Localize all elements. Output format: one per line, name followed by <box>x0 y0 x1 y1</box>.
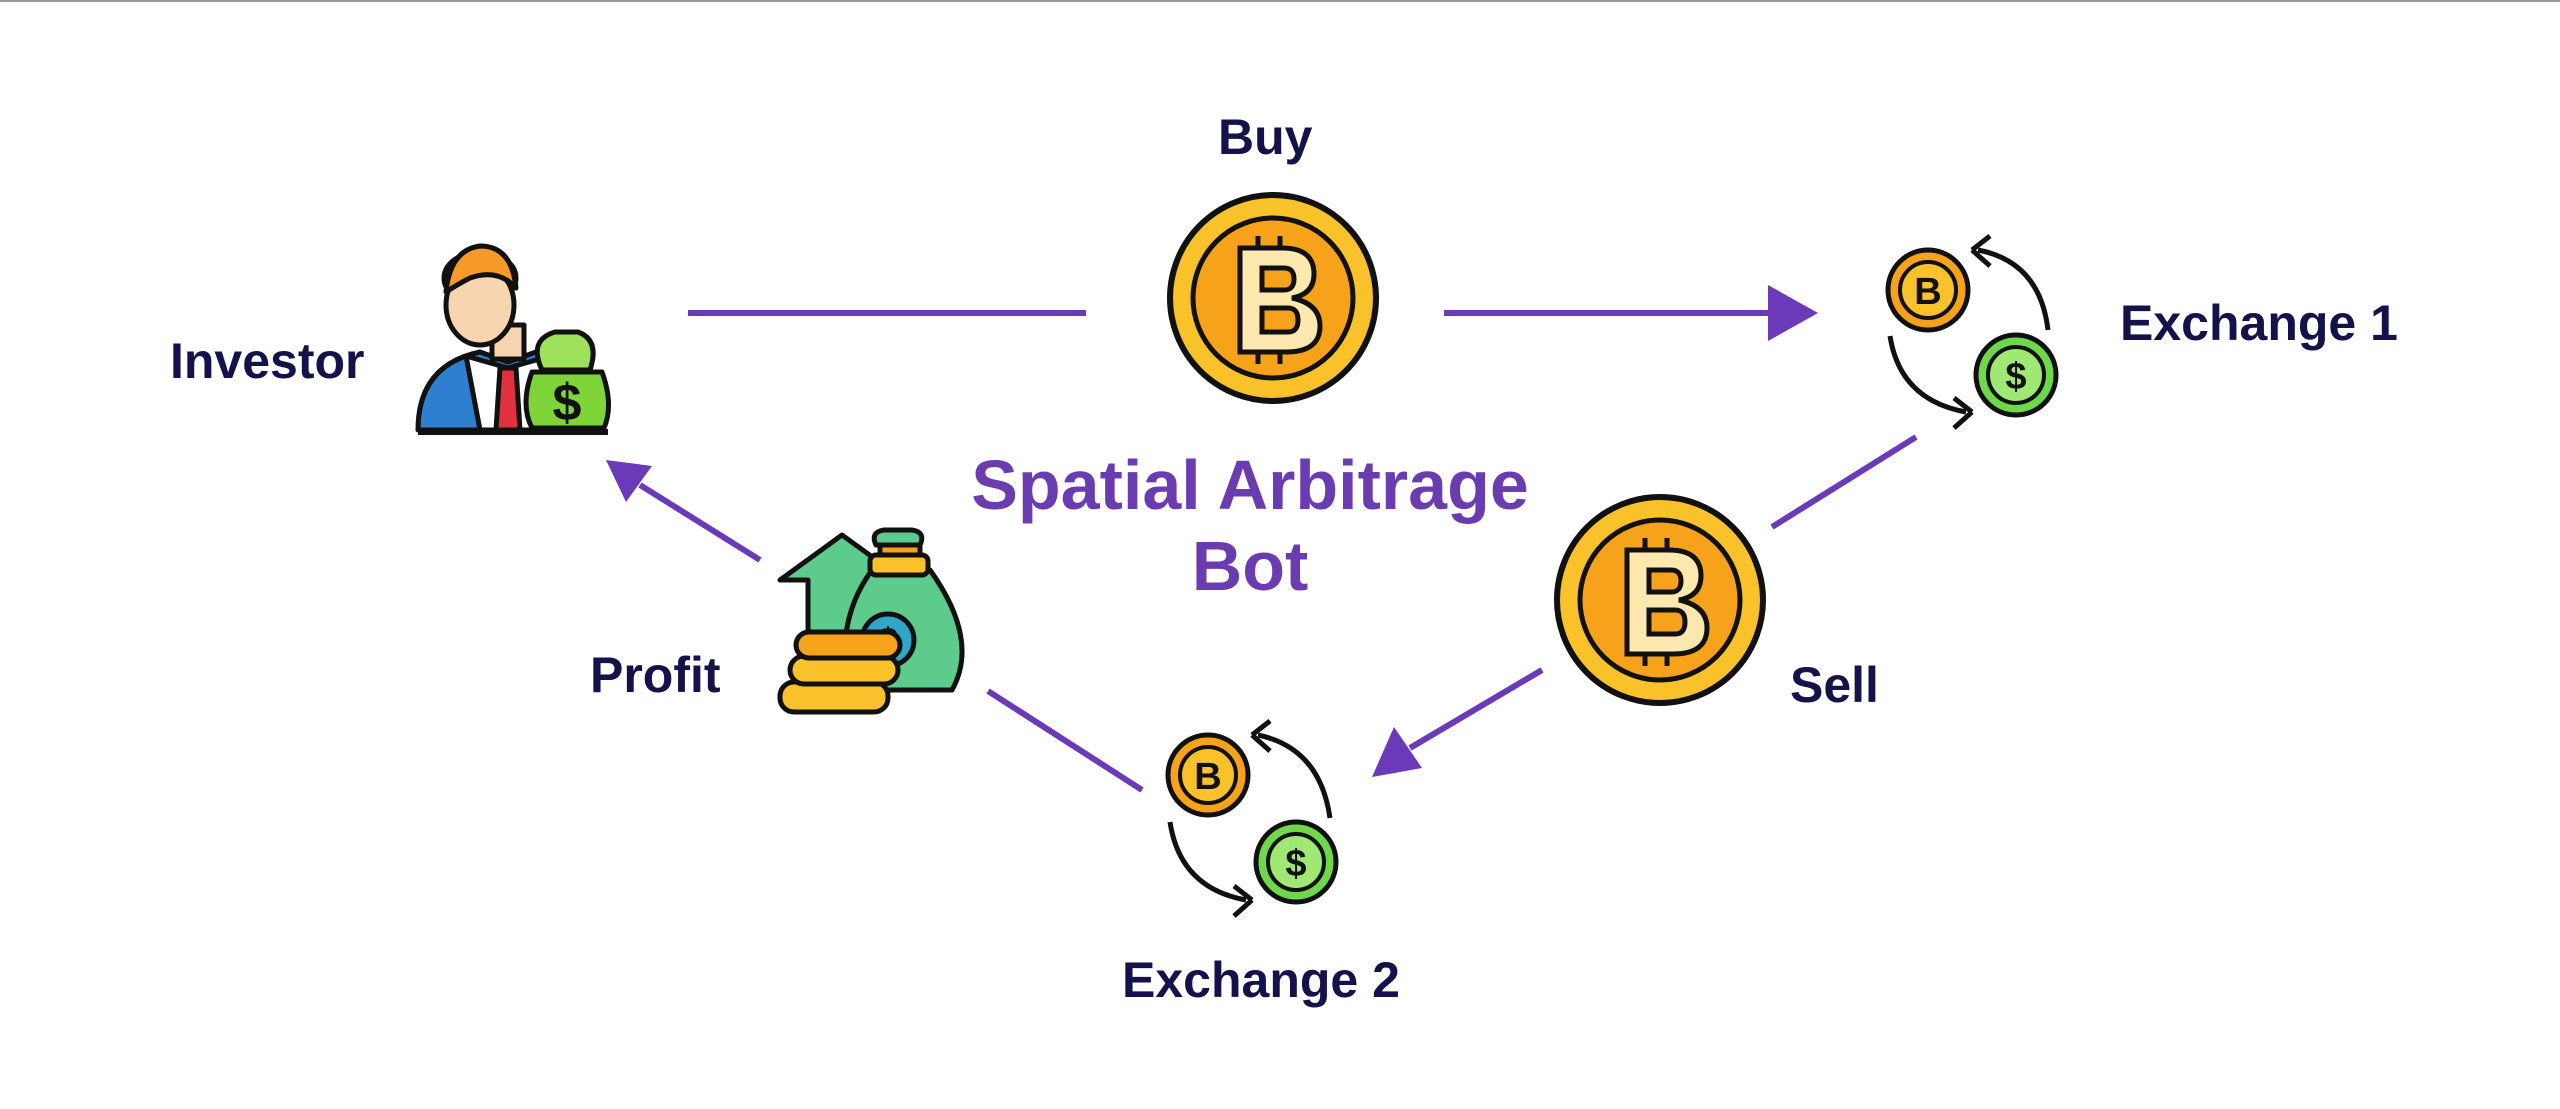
node-label-exchange-2: Exchange 2 <box>1122 952 1400 1008</box>
svg-text:$: $ <box>2005 356 2026 398</box>
svg-text:$: $ <box>553 374 582 432</box>
svg-text:B: B <box>1914 271 1941 313</box>
node-label-sell: Sell <box>1790 657 1879 713</box>
connector-profit-to-investor <box>638 482 762 563</box>
profit-icon: $ <box>777 527 965 715</box>
arrowhead-exchange1 <box>1768 285 1818 341</box>
diagram-title: Spatial Arbitrage Bot <box>880 445 1620 606</box>
arrowhead-investor <box>606 460 652 502</box>
top-border <box>0 0 2560 2</box>
diagram-title-line-2: Bot <box>1191 526 1309 605</box>
connector-exchange2-to-profit <box>986 688 1144 793</box>
bitcoin-coin-buy-icon <box>1167 192 1379 404</box>
connector-exchange1-to-sell <box>1770 434 1918 530</box>
node-label-investor: Investor <box>170 333 365 389</box>
svg-text:$: $ <box>1285 843 1306 885</box>
svg-text:B: B <box>1194 756 1221 798</box>
node-label-exchange-1: Exchange 1 <box>2120 295 2398 351</box>
connector-sell-to-exchange2 <box>1408 667 1544 751</box>
arrowhead-exchange2 <box>1372 727 1422 777</box>
bitcoin-coin-sell-icon <box>1554 494 1766 706</box>
exchange-2-icon: B $ <box>1165 719 1339 918</box>
node-label-profit: Profit <box>590 647 721 703</box>
exchange-1-icon: B $ <box>1885 234 2059 430</box>
diagram-title-line-1: Spatial Arbitrage <box>971 446 1529 524</box>
investor-icon: $ <box>415 243 611 435</box>
node-label-buy: Buy <box>1218 109 1313 165</box>
